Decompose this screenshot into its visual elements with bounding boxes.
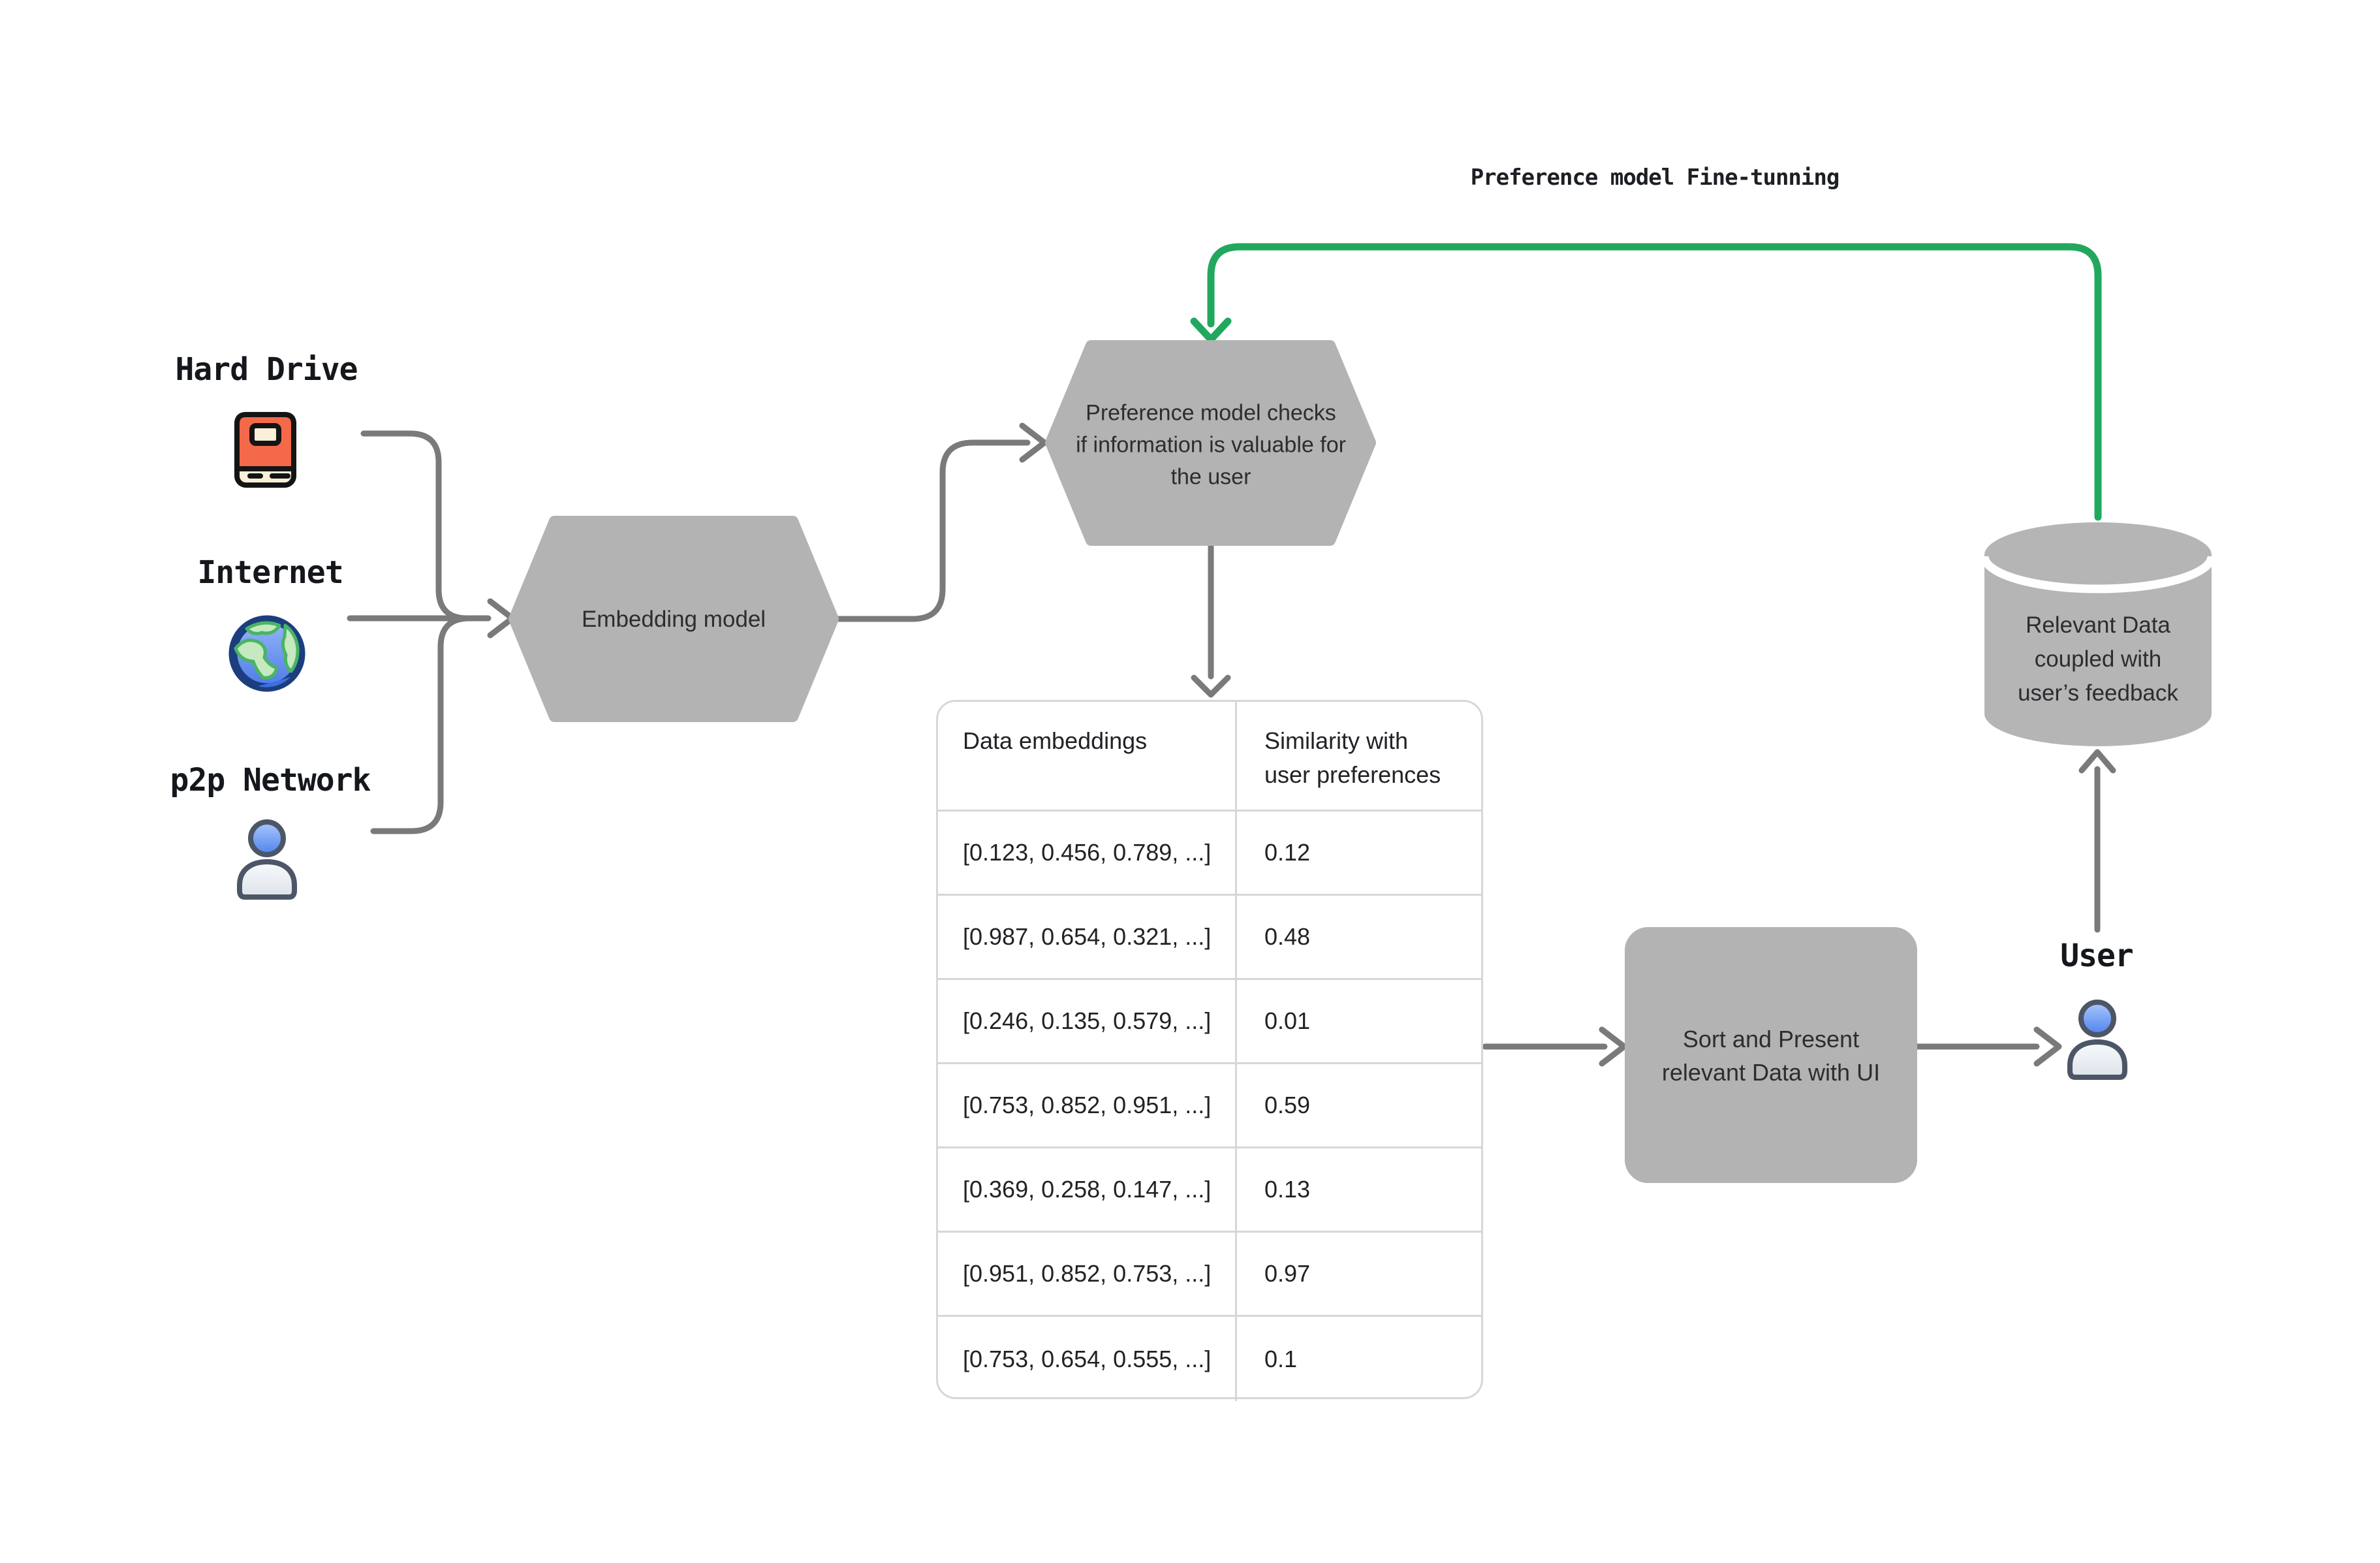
p2p-network-label: p2p Network: [170, 762, 371, 798]
table-header-embeddings: Data embeddings: [938, 702, 1237, 812]
table-header-similarity: Similarity with user preferences: [1237, 702, 1481, 812]
internet-label: Internet: [197, 554, 343, 591]
table-cell-embedding: [0.987, 0.654, 0.321, ...]: [938, 896, 1237, 980]
table-cell-similarity: 0.1: [1264, 1345, 1298, 1372]
user-icon: [2070, 1002, 2125, 1077]
table-cell-similarity: 0.59: [1237, 1064, 1481, 1148]
preference-model-hexagon: [1045, 340, 1376, 546]
table-cell-embedding: [0.369, 0.258, 0.147, ...]: [938, 1148, 1237, 1233]
table-cell-embedding: [0.951, 0.852, 0.753, ...]: [938, 1233, 1237, 1317]
table-cell-similarity: 0.48: [1237, 896, 1481, 980]
relevant-store-text: Relevant Data coupled with user’s feedba…: [2018, 612, 2178, 706]
arrowhead-into-preference: [1019, 422, 1048, 463]
arrowhead-into-store: [2078, 749, 2116, 774]
arrowhead-into-table: [1191, 674, 1231, 698]
connector-embedding-to-preference: [830, 439, 1031, 622]
table-cell-embedding: [0.753, 0.654, 0.555, ...]: [938, 1317, 1237, 1401]
globe-icon: [228, 615, 305, 692]
table-cell-embedding: [0.246, 0.135, 0.579, ...]: [938, 980, 1237, 1064]
table-cell-embedding: [0.123, 0.456, 0.789, ...]: [938, 812, 1237, 896]
person-icon: [240, 822, 294, 897]
arrowhead-into-user: [2033, 1026, 2062, 1067]
table-cell-similarity: 0.01: [1237, 980, 1481, 1064]
table-cell-similarity: 0.97: [1237, 1233, 1481, 1317]
table-cell-similarity: 0.12: [1237, 812, 1481, 896]
embedding-model-hexagon: [509, 516, 839, 722]
connector-p2p-to-junction: [370, 615, 473, 834]
table-cell-similarity: 0.13: [1237, 1148, 1481, 1233]
connector-feedback-loop: [1207, 243, 2102, 521]
database-cylinder: [1980, 522, 2216, 746]
preference-model-text: Preference model checks if information i…: [1076, 400, 1346, 490]
sort-present-text: Sort and Present relevant Data with UI: [1661, 1026, 1881, 1086]
hard-drive-label: Hard Drive: [175, 351, 358, 388]
arrowhead-into-sort: [1599, 1026, 1627, 1067]
arrowhead-feedback-into-preference: [1190, 317, 1232, 343]
feedback-caption: Preference model Fine-tunning: [1470, 165, 1840, 191]
book-icon: [234, 412, 296, 488]
sort-present-box: [1625, 927, 1917, 1183]
user-label: User: [2060, 938, 2134, 974]
connector-hard-drive-to-junction: [360, 430, 471, 622]
table-cell-embedding: [0.753, 0.852, 0.951, ...]: [938, 1064, 1237, 1148]
embeddings-table: Data embeddings Similarity with user pre…: [936, 700, 1483, 1401]
embedding-model-text: Embedding model: [581, 607, 766, 632]
